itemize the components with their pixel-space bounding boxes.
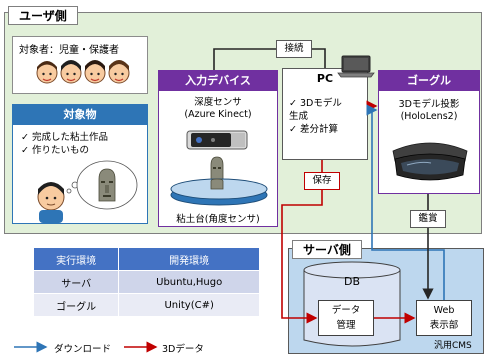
connection-line bbox=[312, 48, 326, 68]
goggle-box: ゴーグル 3Dモデル投影 (HoloLens2) bbox=[378, 70, 480, 194]
depth-sensor-label: 深度センサ (Azure Kinect) bbox=[184, 97, 252, 120]
pc-task-list: 3Dモデル 生成 差分計算 bbox=[289, 97, 342, 136]
target-object-box: 対象物 完成した粘土作品 作りたいもの bbox=[12, 104, 148, 224]
laptop-icon bbox=[337, 55, 375, 78]
db-label: DB bbox=[343, 275, 361, 288]
table-header-row: 実行環境 開発環境 bbox=[34, 248, 260, 271]
children-illustration bbox=[36, 60, 130, 84]
environment-table: 実行環境 開発環境 サーバ Ubuntu,Hugo ゴーグル Unity(C#) bbox=[34, 248, 260, 317]
depth-sensor-and-platform-illustration bbox=[170, 130, 268, 206]
input-device-title: 入力デバイス bbox=[159, 71, 277, 91]
target-people-label: 対象者：児童・保護者 bbox=[19, 45, 119, 56]
thinking-child-illustration bbox=[37, 160, 138, 223]
child-face-2 bbox=[60, 60, 82, 84]
target-object-list: 完成した粘土作品 作りたいもの bbox=[21, 131, 108, 157]
clay-platform-label: 粘土台(角度センサ) bbox=[176, 214, 260, 225]
pc-task-item: 3Dモデル 生成 bbox=[289, 97, 342, 123]
target-object-item: 完成した粘土作品 bbox=[21, 131, 108, 144]
table-row: サーバ Ubuntu,Hugo bbox=[34, 270, 260, 294]
table-cell: サーバ bbox=[34, 270, 120, 294]
pc-box: PC 3Dモデル 生成 差分計算 bbox=[282, 68, 368, 160]
table-header-cell: 開発環境 bbox=[118, 248, 260, 271]
server-side-title: サーバ側 bbox=[292, 240, 362, 259]
input-device-box: 入力デバイス 深度センサ (Azure Kinect) 粘土台(角度センサ) bbox=[158, 70, 278, 227]
table-cell: ゴーグル bbox=[34, 293, 120, 317]
legend-3d-data-label: 3Dデータ bbox=[162, 344, 204, 355]
cms-label: 汎用CMS bbox=[434, 341, 472, 351]
target-people-box: 対象者：児童・保護者 bbox=[12, 36, 148, 94]
child-face-4 bbox=[108, 60, 130, 84]
hololens-headset-illustration bbox=[392, 142, 468, 181]
table-row: ゴーグル Unity(C#) bbox=[34, 293, 260, 317]
save-arrow bbox=[281, 190, 323, 324]
goggle-title: ゴーグル bbox=[379, 71, 479, 91]
save-label: 保存 bbox=[304, 172, 340, 190]
table-cell: Ubuntu,Hugo bbox=[118, 270, 260, 294]
table-header-cell: 実行環境 bbox=[34, 248, 120, 271]
data-management-box: データ 管理 bbox=[318, 300, 374, 336]
child-face-1 bbox=[36, 61, 58, 84]
target-object-title: 対象物 bbox=[13, 105, 147, 125]
user-side-title: ユーザ側 bbox=[8, 6, 78, 25]
web-display-box: Web 表示部 bbox=[416, 300, 472, 336]
view-label: 鑑賞 bbox=[410, 210, 446, 228]
table-cell: Unity(C#) bbox=[118, 293, 260, 317]
child-face-3 bbox=[84, 60, 106, 84]
legend-download-label: ダウンロード bbox=[54, 344, 112, 355]
target-object-item: 作りたいもの bbox=[21, 144, 108, 157]
pc-title: PC bbox=[316, 72, 334, 85]
pc-task-item: 差分計算 bbox=[289, 123, 342, 136]
download-arrow bbox=[366, 104, 445, 300]
connection-line bbox=[213, 48, 276, 70]
connection-label: 接続 bbox=[276, 40, 312, 58]
projection-label: 3Dモデル投影 (HoloLens2) bbox=[398, 99, 460, 122]
